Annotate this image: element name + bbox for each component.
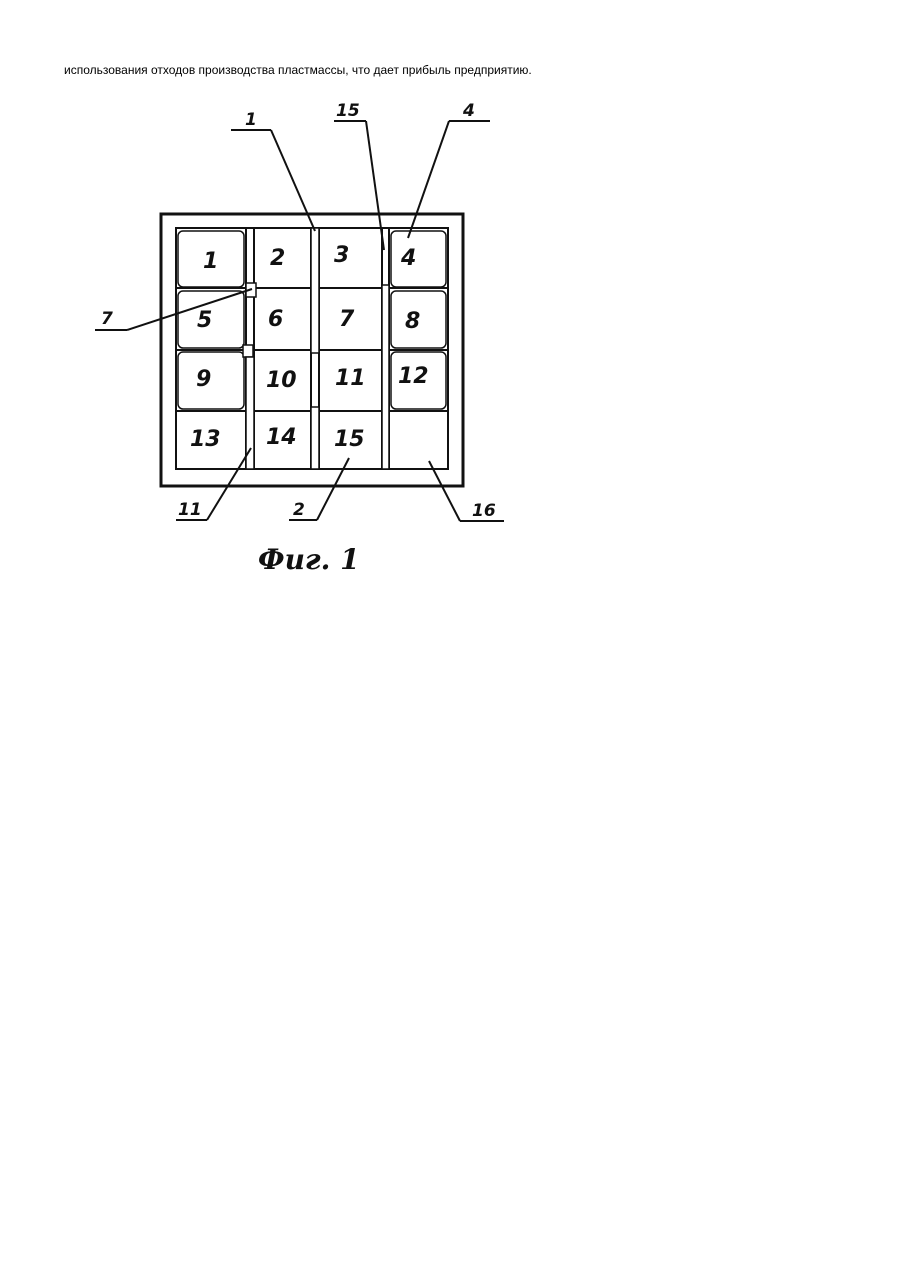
figure-caption: Фиг. 1 bbox=[258, 543, 360, 576]
cell-6: 6 bbox=[268, 307, 283, 332]
cell-7: 7 bbox=[339, 307, 355, 332]
cell-5: 5 bbox=[197, 308, 212, 333]
callout-16: 16 bbox=[472, 501, 496, 521]
callout-11: 11 bbox=[178, 500, 202, 520]
cell-2: 2 bbox=[270, 246, 285, 271]
cell-14: 14 bbox=[266, 425, 297, 450]
callout-7: 7 bbox=[101, 309, 113, 329]
cell-15: 15 bbox=[334, 427, 365, 452]
cell-12: 12 bbox=[398, 364, 429, 389]
cell-8: 8 bbox=[405, 309, 420, 334]
cell-3: 3 bbox=[334, 243, 349, 268]
cell-1: 1 bbox=[203, 249, 218, 274]
cell-9: 9 bbox=[196, 367, 211, 392]
callout-15: 15 bbox=[336, 101, 360, 121]
callout-1: 1 bbox=[245, 110, 257, 130]
callout-2: 2 bbox=[293, 500, 305, 520]
cell-10: 10 bbox=[266, 368, 297, 393]
cell-4: 4 bbox=[400, 246, 416, 271]
callout-4: 4 bbox=[462, 101, 475, 121]
partition-plugs bbox=[243, 228, 389, 469]
leader-lines bbox=[95, 121, 504, 521]
cell-11: 11 bbox=[335, 366, 366, 391]
cell-13: 13 bbox=[190, 427, 221, 452]
